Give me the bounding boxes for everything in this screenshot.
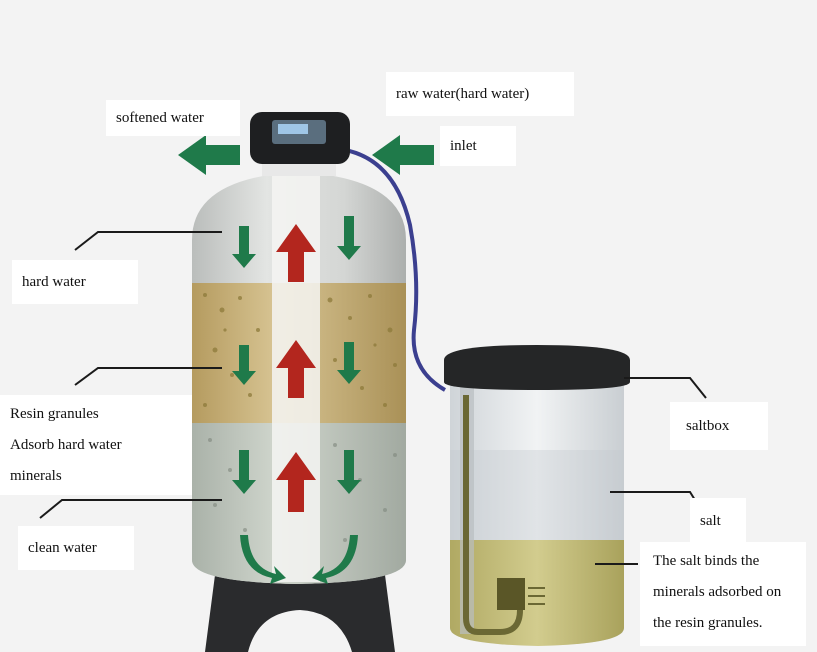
- down-arrow-icon: [337, 450, 361, 494]
- binds-label-line1: The salt binds the: [653, 553, 760, 569]
- softened-water-label: softened water: [106, 100, 240, 136]
- resin-label-line3: minerals: [10, 468, 62, 484]
- up-arrow-icon: [276, 224, 316, 282]
- salt-binds-label: The salt binds the minerals adsorbed on …: [640, 542, 806, 646]
- saltbox-leader: [624, 377, 707, 399]
- clean-water-leader: [39, 499, 222, 519]
- tank-stand: [205, 567, 395, 652]
- resin-granules-label: Resin granules Adsorb hard water mineral…: [0, 395, 192, 495]
- brine-hose: [344, 148, 447, 392]
- curved-arrow-icon: [312, 535, 358, 584]
- up-arrow-icon: [276, 452, 316, 512]
- down-arrow-icon: [337, 216, 361, 260]
- hard-water-label: hard water: [12, 260, 138, 304]
- binds-label-line3: the resin granules.: [653, 615, 763, 631]
- salt-layer: [450, 540, 624, 646]
- raw-water-label: raw water(hard water): [386, 72, 574, 116]
- down-arrow-icon: [232, 226, 256, 268]
- brine-pipe: [463, 395, 523, 635]
- inlet-arrow-icon: [372, 135, 434, 175]
- resin-label-line1: Resin granules: [10, 406, 99, 422]
- saltbox-label: saltbox: [670, 402, 768, 450]
- up-arrow-icon: [276, 340, 316, 398]
- clean-water-label: clean water: [18, 526, 134, 570]
- curved-arrow-icon: [240, 535, 286, 584]
- brine-valve: [497, 578, 525, 610]
- control-valve: [250, 112, 350, 176]
- down-arrow-icon: [232, 345, 256, 385]
- down-arrow-icon: [232, 450, 256, 494]
- saltbox-tank: [444, 345, 630, 646]
- outlet-arrow-icon: [178, 135, 240, 175]
- resin-label-line2: Adsorb hard water: [10, 437, 122, 453]
- binds-label-line2: minerals adsorbed on: [653, 584, 782, 600]
- salt-label: salt: [690, 498, 746, 544]
- hard-water-leader: [74, 231, 222, 251]
- saltbox-lid: [444, 345, 630, 390]
- resin-leader: [74, 367, 222, 386]
- down-arrow-icon: [337, 342, 361, 384]
- inlet-label: inlet: [440, 126, 516, 166]
